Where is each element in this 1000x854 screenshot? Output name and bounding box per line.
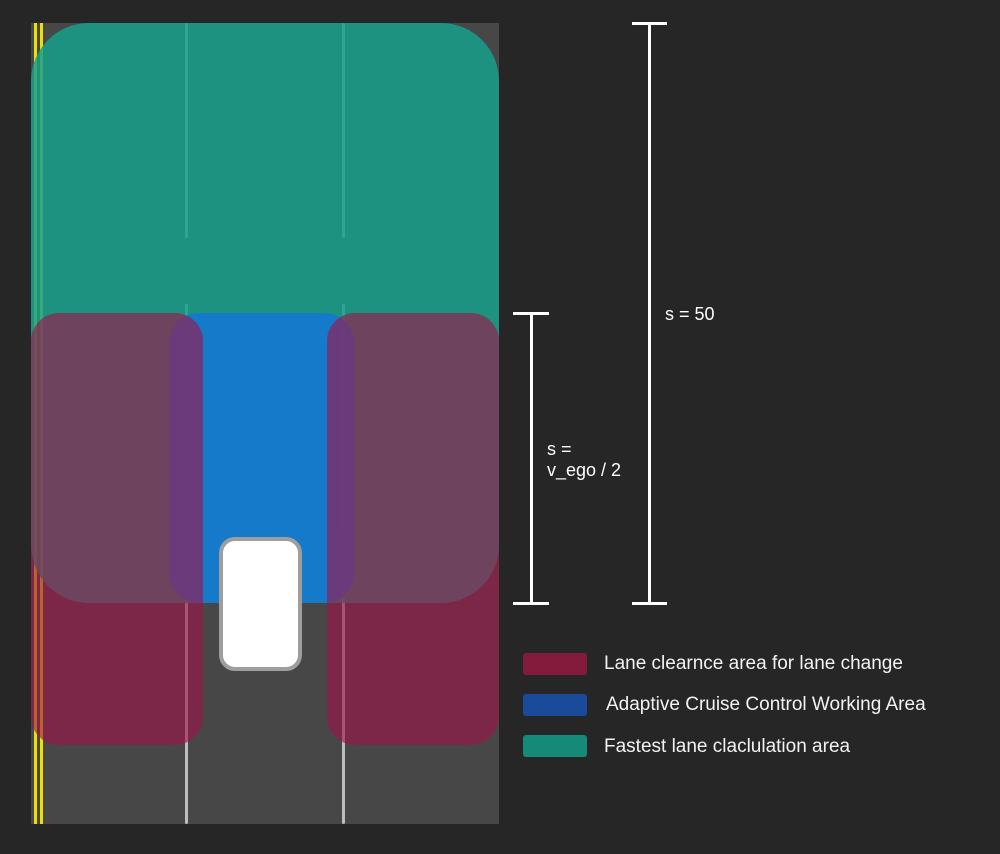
short-dimension-label: s = v_ego / 2 — [547, 439, 621, 481]
legend-swatch-acc — [523, 694, 587, 716]
lane-change-clearance-right — [327, 313, 499, 745]
legend-swatch-fastest-lane — [523, 735, 587, 757]
short-dimension-label-line1: s = — [547, 439, 572, 459]
legend-item — [523, 735, 587, 757]
lane-change-clearance-left — [31, 313, 203, 745]
legend-item — [523, 653, 587, 675]
short-dimension-line — [530, 313, 533, 603]
legend-label-fastest-lane: Fastest lane claclulation area — [604, 736, 851, 757]
legend-label-acc: Adaptive Cruise Control Working Area — [606, 694, 926, 715]
long-dimension-line — [648, 23, 651, 603]
ego-vehicle — [219, 537, 302, 671]
long-dimension-label: s = 50 — [665, 304, 715, 324]
short-dimension-cap-bottom — [513, 602, 549, 605]
legend-swatch-lane-change — [523, 653, 587, 675]
legend-item — [523, 694, 587, 716]
long-dimension-cap-bottom — [632, 602, 667, 605]
short-dimension-label-line2: v_ego / 2 — [547, 460, 622, 480]
legend-label-lane-change: Lane clearnce area for lane change — [604, 653, 903, 674]
